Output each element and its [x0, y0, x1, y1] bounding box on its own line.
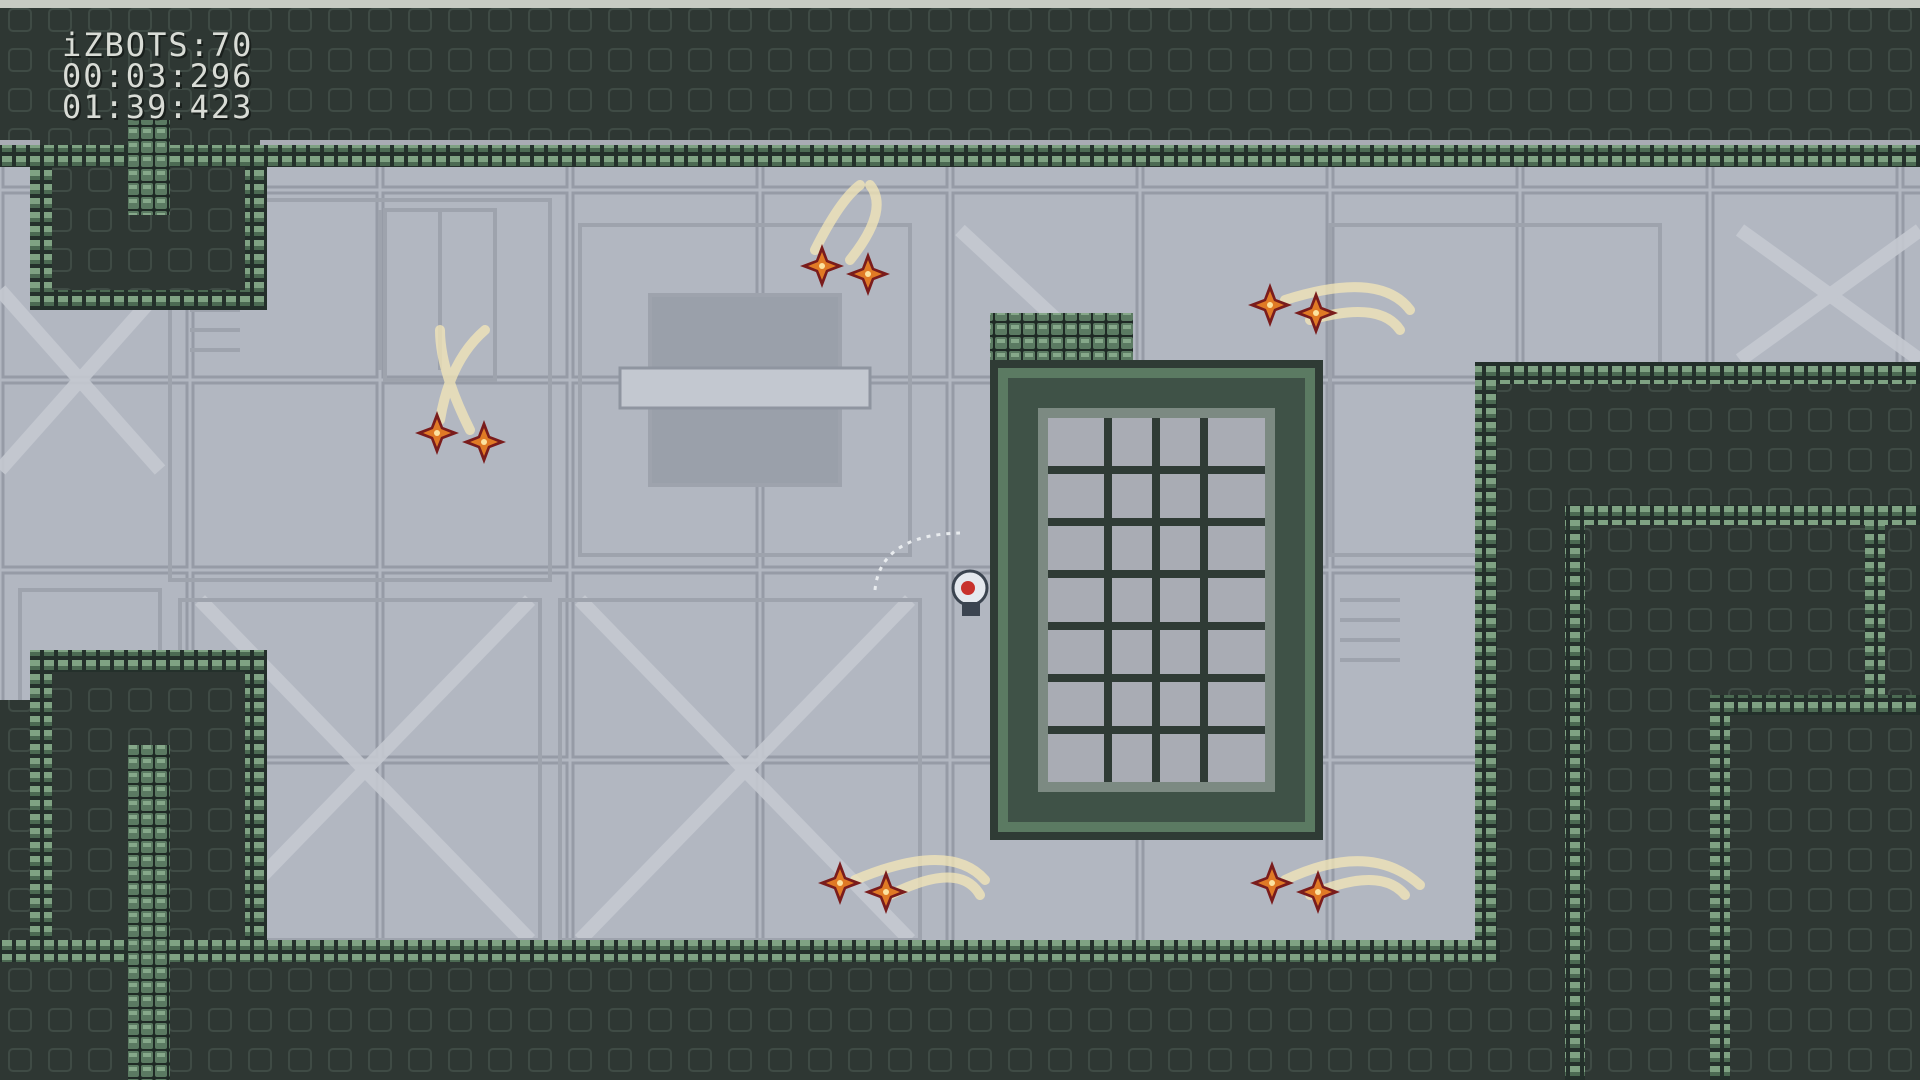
shuriken-enemy-5 [1250, 861, 1340, 914]
shuriken-enemy-2 [800, 244, 890, 296]
player-bot [873, 531, 989, 616]
total-timer: 01:39:423 [62, 88, 254, 126]
shuriken-trails [435, 180, 1425, 900]
shuriken-enemy-4 [818, 861, 908, 914]
bots-counter: iZBOTS:70 [62, 26, 254, 64]
split-timer: 00:03:296 [62, 57, 254, 95]
shuriken-enemy-1 [415, 411, 506, 464]
shuriken-enemy-3 [1248, 283, 1338, 335]
barred-cage-crate [990, 360, 1323, 840]
wall-trims [0, 145, 1920, 1080]
block-columns [128, 120, 1133, 1080]
hud: iZBOTS:70 00:03:296 01:39:423 [62, 26, 254, 126]
